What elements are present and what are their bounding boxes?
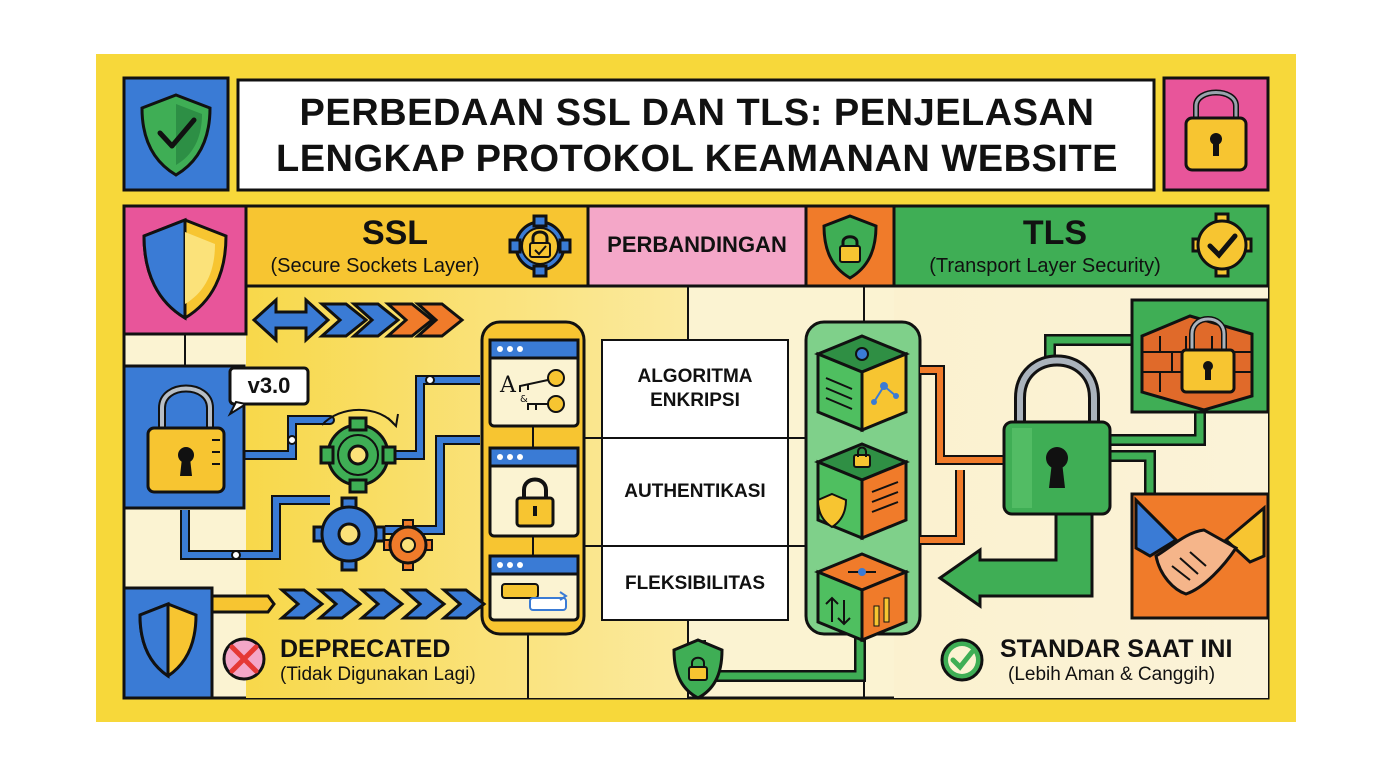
svg-text:A: A bbox=[499, 373, 517, 398]
shield-icon bbox=[142, 217, 228, 321]
ssl-status-note: (Tidak Digunakan Lagi) bbox=[280, 664, 476, 685]
padlock-icon bbox=[146, 384, 226, 494]
arrow-icon bbox=[937, 512, 1094, 609]
arrow-icon bbox=[251, 296, 465, 344]
gear-icon bbox=[319, 408, 399, 494]
gear-lock-icon bbox=[508, 214, 572, 278]
comparison-row-flexibility: FLEKSIBILITAS bbox=[624, 573, 766, 594]
comparison-header-box bbox=[586, 204, 808, 288]
key-icon: A & bbox=[499, 369, 565, 413]
tls-status-note: (Lebih Aman & Canggih) bbox=[1008, 664, 1216, 685]
brick-wall-icon bbox=[1130, 298, 1270, 414]
cube-icon bbox=[814, 334, 910, 433]
svg-text:&: & bbox=[520, 394, 528, 405]
handshake-icon bbox=[1130, 492, 1270, 620]
shield-icon bbox=[822, 214, 878, 280]
comparison-row-authentication: AUTHENTIKASI bbox=[624, 481, 766, 502]
browser-window-icon bbox=[488, 446, 580, 538]
cube-icon bbox=[814, 552, 910, 643]
tls-title: TLS bbox=[1022, 214, 1088, 252]
ssl-status: DEPRECATED bbox=[280, 635, 451, 663]
padlock-icon bbox=[515, 477, 555, 528]
ssl-connectors bbox=[180, 334, 480, 560]
padlock-icon bbox=[1184, 89, 1248, 172]
comparison-row-encryption: ALGORITMA ENKRIPSI bbox=[637, 366, 753, 411]
comparison-header: PERBANDINGAN bbox=[607, 232, 787, 257]
gear-icon bbox=[312, 496, 386, 572]
page-title-line-1: PERBEDAAN SSL DAN TLS: PENJELASAN bbox=[299, 92, 1095, 134]
comparison-table bbox=[584, 339, 806, 621]
ssl-title: SSL bbox=[361, 214, 429, 252]
cross-icon bbox=[222, 637, 266, 681]
ssl-subtitle: (Secure Sockets Layer) bbox=[270, 255, 480, 277]
shield-icon bbox=[138, 601, 198, 679]
version-badge bbox=[227, 366, 310, 417]
chat-icon bbox=[501, 583, 568, 611]
title-box bbox=[236, 78, 1156, 192]
page-title-line-2: LENGKAP PROTOKOL KEAMANAN WEBSITE bbox=[276, 138, 1118, 180]
tls-connectors bbox=[920, 334, 1206, 545]
version-badge-label: v3.0 bbox=[247, 373, 291, 398]
title-area bbox=[122, 76, 1270, 192]
tls-status: STANDAR SAAT INI bbox=[1000, 635, 1233, 663]
shield-check-icon bbox=[140, 93, 212, 177]
tls-subtitle: (Transport Layer Security) bbox=[929, 255, 1161, 277]
padlock-icon bbox=[1002, 354, 1112, 516]
cube-icon bbox=[814, 442, 910, 541]
shield-icon bbox=[672, 638, 724, 700]
gear-icon bbox=[383, 519, 433, 571]
gear-check-icon bbox=[1191, 212, 1253, 278]
arrow-icon bbox=[210, 588, 487, 620]
check-icon bbox=[940, 638, 984, 682]
